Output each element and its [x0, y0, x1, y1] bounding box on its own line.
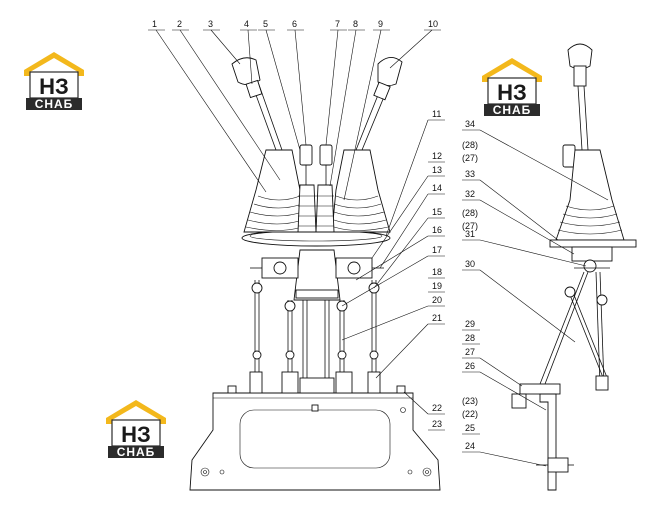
- logo-mark: НЗ: [39, 74, 69, 99]
- callout-label: 33: [465, 169, 475, 179]
- callout-label: (27): [462, 153, 478, 163]
- callout-label: 9: [378, 19, 383, 29]
- callout-label: 18: [432, 267, 442, 277]
- callout-label: 30: [465, 259, 475, 269]
- callout-label: 10: [428, 19, 438, 29]
- callout-label: 26: [465, 361, 475, 371]
- callout-label: 17: [432, 245, 442, 255]
- callouts-top: 1 2 3 4 5 6 7 8 9 10: [152, 19, 438, 29]
- callouts-side: 34 (28) (27) 33 32 (28) (27) 31 30 29 28…: [462, 119, 478, 451]
- callout-label: (28): [462, 140, 478, 150]
- callout-label: 32: [465, 189, 475, 199]
- callout-label: 34: [465, 119, 475, 129]
- callout-label: 8: [353, 19, 358, 29]
- callout-label: (23): [462, 396, 478, 406]
- callout-label: (28): [462, 208, 478, 218]
- callout-label: 28: [465, 333, 475, 343]
- callout-label: 4: [244, 19, 249, 29]
- callout-label: 11: [432, 109, 441, 119]
- logo-top-right: НЗ СНАБ: [482, 58, 542, 117]
- callout-label: 25: [465, 423, 475, 433]
- callout-label: 12: [432, 151, 442, 161]
- callouts-right: 11 12 13 14 15 16 17 18 19 20 21 22 23: [432, 109, 442, 429]
- callout-label: 21: [432, 313, 442, 323]
- leader-lines: [148, 29, 609, 467]
- callout-label: 24: [465, 441, 475, 451]
- logo-top-left: НЗ СНАБ: [24, 52, 84, 111]
- callout-label: 7: [335, 19, 340, 29]
- callout-label: 2: [177, 19, 182, 29]
- logo-caption: СНАБ: [35, 97, 74, 111]
- front-view-assembly: [189, 57, 441, 491]
- callout-label: (27): [462, 221, 478, 231]
- logo-mark: НЗ: [497, 80, 527, 105]
- callout-label: 3: [208, 19, 213, 29]
- callout-label: 19: [432, 281, 442, 291]
- logo-bottom-left: НЗ СНАБ: [106, 400, 166, 459]
- side-view-assembly: [511, 43, 637, 491]
- callout-label: 15: [432, 207, 442, 217]
- callout-label: 20: [432, 295, 442, 305]
- callout-label: 13: [432, 165, 442, 175]
- callout-label: (22): [462, 409, 478, 419]
- logo-caption: СНАБ: [493, 103, 532, 117]
- mounting-bracket: [189, 392, 441, 491]
- callout-label: 29: [465, 319, 475, 329]
- callout-label: 27: [465, 347, 475, 357]
- callout-label: 23: [432, 419, 442, 429]
- logo-caption: СНАБ: [117, 445, 156, 459]
- callout-label: 14: [432, 183, 442, 193]
- callout-label: 16: [432, 225, 442, 235]
- callout-label: 5: [263, 19, 268, 29]
- callout-label: 6: [292, 19, 297, 29]
- callout-label: 31: [465, 229, 475, 239]
- callout-label: 22: [432, 403, 442, 413]
- callout-label: 1: [152, 19, 157, 29]
- logo-mark: НЗ: [121, 422, 151, 447]
